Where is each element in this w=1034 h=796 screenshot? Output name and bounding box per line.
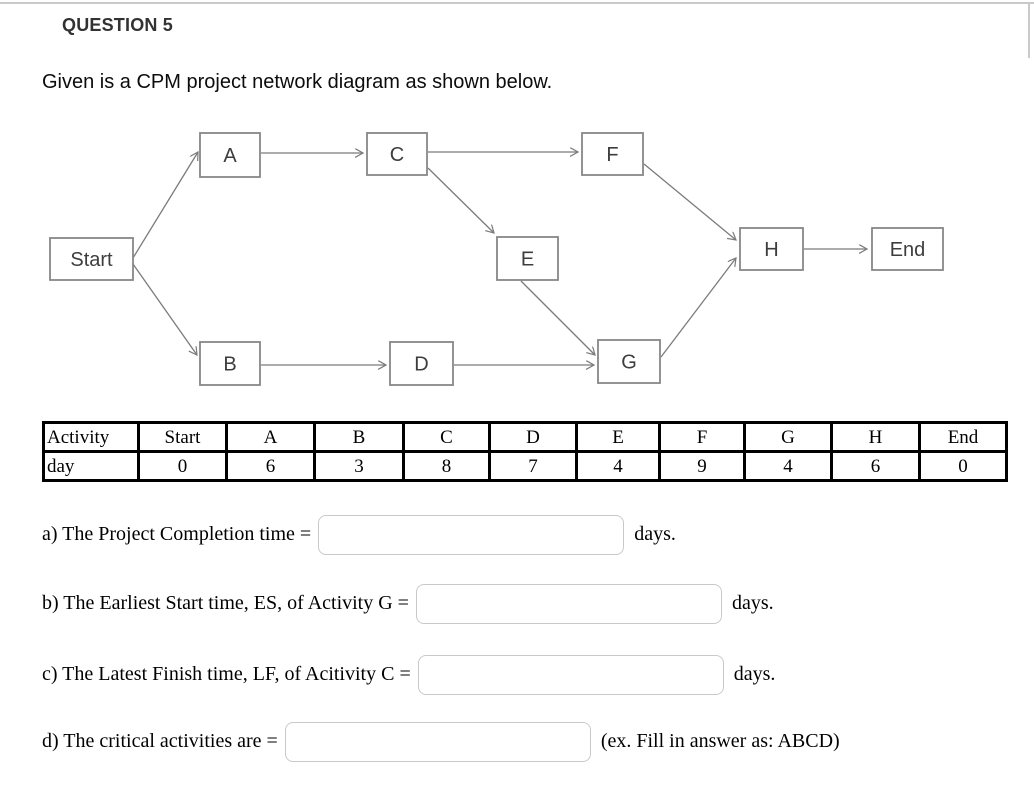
node-box-C	[366, 132, 428, 176]
table-cell: 8	[402, 450, 491, 482]
question-a-suffix: days.	[634, 523, 676, 545]
question-c-label: c) The Latest Finish time, LF, of Acitiv…	[42, 663, 411, 685]
activity-duration-table: Activity Start A B C D E F G H End day 0…	[42, 421, 1008, 482]
table-cell: 9	[658, 450, 746, 482]
node-label-H: H	[764, 239, 778, 261]
table-row-day: day 0 6 3 8 7 4 9 4 6 0	[42, 450, 1008, 482]
edge-E-G	[520, 280, 595, 355]
node-label-Start: Start	[70, 249, 113, 271]
panel-right-border	[1028, 2, 1030, 58]
table-cell: F	[658, 421, 746, 453]
question-number-header: QUESTION 5	[62, 15, 174, 35]
table-row-activity: Activity Start A B C D E F G H End	[42, 421, 1008, 453]
edge-Start-B	[132, 263, 197, 355]
table-cell: 4	[575, 450, 661, 482]
question-intro-text: Given is a CPM project network diagram a…	[42, 71, 553, 93]
table-cell: 4	[743, 450, 833, 482]
table-cell: End	[918, 421, 1008, 453]
node-box-End	[871, 227, 944, 271]
edge-G-H	[660, 258, 736, 358]
node-box-D	[389, 341, 454, 386]
question-b-answer-input[interactable]	[415, 583, 722, 624]
table-cell: 6	[225, 450, 316, 482]
table-cell: H	[830, 421, 921, 453]
cpm-network-diagram: Start A B C D E F G H End	[49, 132, 944, 386]
node-label-C: C	[390, 144, 404, 166]
question-a-label: a) The Project Completion time =	[42, 523, 312, 545]
node-box-Start	[49, 237, 134, 281]
question-d-answer-input[interactable]	[284, 721, 591, 762]
edge-Start-A	[132, 152, 198, 259]
edge-C-E	[427, 167, 494, 233]
table-header-day: day	[42, 450, 140, 482]
node-label-D: D	[414, 354, 428, 376]
node-label-E: E	[521, 249, 534, 271]
table-cell: 3	[313, 450, 405, 482]
node-box-F	[581, 132, 644, 176]
table-cell: A	[225, 421, 316, 453]
question-b-row: b) The Earliest Start time, ES, of Activ…	[42, 582, 774, 625]
question-c-row: c) The Latest Finish time, LF, of Acitiv…	[42, 653, 775, 696]
table-cell: 6	[830, 450, 921, 482]
table-header-activity: Activity	[42, 421, 140, 453]
table-cell: G	[743, 421, 833, 453]
table-cell: C	[402, 421, 491, 453]
node-box-B	[199, 341, 261, 386]
question-a-answer-input[interactable]	[318, 514, 625, 555]
node-label-A: A	[223, 145, 237, 167]
question-b-suffix: days.	[731, 592, 774, 614]
node-box-E	[496, 236, 559, 281]
table-cell: D	[488, 421, 578, 453]
question-d-row: d) The critical activities are = (ex. Fi…	[42, 720, 840, 763]
panel-top-border	[0, 2, 1034, 4]
node-box-G	[597, 339, 661, 384]
node-label-G: G	[621, 352, 637, 374]
question-b-label: b) The Earliest Start time, ES, of Activ…	[42, 592, 409, 614]
table-cell: B	[313, 421, 405, 453]
table-cell: Start	[137, 421, 228, 453]
question-a-row: a) The Project Completion time = days.	[42, 513, 676, 556]
question-c-answer-input[interactable]	[417, 654, 724, 695]
node-box-H	[739, 227, 804, 271]
node-label-B: B	[223, 354, 236, 376]
table-cell: 0	[137, 450, 228, 482]
node-label-End: End	[890, 239, 926, 261]
table-cell: 7	[488, 450, 578, 482]
node-label-F: F	[606, 144, 618, 166]
table-cell: 0	[918, 450, 1008, 482]
question-c-suffix: days.	[733, 663, 776, 685]
edge-F-H	[643, 163, 736, 240]
table-cell: E	[575, 421, 661, 453]
node-box-A	[199, 132, 261, 178]
question-d-label: d) The critical activities are =	[42, 730, 278, 752]
question-d-suffix: (ex. Fill in answer as: ABCD)	[600, 730, 840, 752]
